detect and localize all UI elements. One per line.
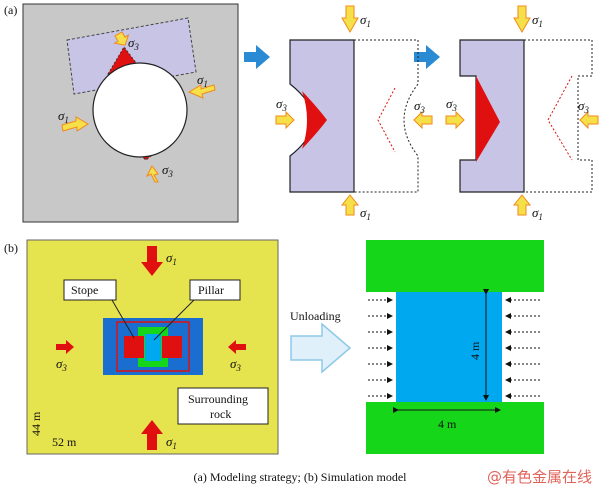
a-arrow-sigma3-bottom — [145, 165, 159, 183]
a-right-sigma1-top: σ1 — [532, 12, 543, 29]
surrounding-label-box — [177, 387, 269, 425]
b-arrow-top — [141, 246, 163, 276]
stope-left — [124, 336, 144, 358]
a-sigma1-right: σ1 — [197, 72, 208, 89]
a-mid-stress-zone — [302, 91, 327, 149]
a-right-arrow-bottom — [512, 194, 532, 216]
a-right-dashed-stress — [547, 75, 573, 161]
svg-text:σ1: σ1 — [197, 72, 208, 89]
width-label: 52 m — [52, 435, 77, 449]
watermark: @有色金属在线 — [486, 468, 592, 486]
panel-b-label: (b) — [4, 241, 18, 255]
pillar-label-box — [189, 279, 241, 301]
panel-a-label: (a) — [4, 3, 17, 17]
a-right-arrow-top — [513, 5, 531, 34]
a-right-stress-zone — [476, 76, 500, 162]
tunnel-opening — [92, 62, 188, 158]
b-sigma3-right: σ3 — [230, 356, 241, 373]
a-mid-arrow-left — [275, 110, 295, 130]
height-label: 44 m — [29, 411, 43, 436]
svg-text:σ3: σ3 — [162, 162, 173, 179]
pillar-cyan — [145, 334, 161, 361]
b-arrow-left — [56, 340, 74, 354]
surrounding-label-1: Surrounding — [188, 392, 248, 406]
stope-label: Stope — [71, 283, 98, 297]
a-sigma3-bottom: σ3 — [162, 162, 173, 179]
stope-right — [162, 336, 182, 358]
a-mid-sigma3-right: σ3 — [414, 98, 425, 115]
stope-leader — [111, 299, 135, 339]
a-mid-arrow-bottom — [340, 194, 360, 216]
b-arrow-bottom — [141, 420, 163, 450]
a-right-dashed-outline — [524, 39, 593, 193]
a-arrow-sigma3-top — [113, 31, 130, 46]
a-mid-arrow-right — [413, 110, 433, 130]
b-sigma1-bottom: σ1 — [166, 434, 177, 451]
a-mid-arrow-top — [341, 5, 359, 34]
a-mid-sigma1-bottom: σ1 — [360, 205, 371, 222]
pillar-leader — [153, 299, 195, 341]
figure-caption: (a) Modeling strategy; (b) Simulation mo… — [193, 470, 407, 484]
a-right-sigma3-left: σ3 — [446, 96, 457, 113]
a-arrow-sigma1-right-body — [187, 84, 216, 99]
svg-text:σ3: σ3 — [128, 35, 139, 52]
sim-left-arrows — [368, 297, 393, 399]
b-sigma1-top: σ1 — [166, 250, 177, 267]
dim-horizontal-label: 4 m — [438, 417, 457, 431]
sim-right-arrows — [505, 297, 540, 399]
a-right-sigma3-right: σ3 — [578, 98, 589, 115]
a-arrow-sigma1-left — [61, 116, 89, 132]
a-sigma1-left: σ1 — [58, 108, 69, 125]
blue-arrow-2 — [414, 45, 440, 69]
unloading-arrow — [290, 322, 352, 374]
svg-text:σ1: σ1 — [58, 108, 69, 125]
a-mid-sigma3-left: σ3 — [276, 96, 287, 113]
a-right-arrow-left — [445, 110, 465, 130]
b-sigma3-left: σ3 — [56, 356, 67, 373]
unloading-label: Unloading — [290, 309, 341, 323]
model-outline — [116, 321, 190, 372]
dim-vertical-label: 4 m — [468, 341, 482, 360]
a-mid-sigma1-top: σ1 — [360, 12, 371, 29]
a-mid-dashed-stress — [377, 87, 396, 153]
blue-arrow-1 — [244, 45, 270, 69]
a-right-sigma1-bottom: σ1 — [532, 205, 543, 222]
stope-label-box — [63, 279, 117, 301]
sim-top-green — [366, 240, 544, 292]
a-sigma3-top: σ3 — [128, 35, 139, 52]
a-right-arrow-right — [579, 110, 599, 130]
surrounding-label-2: rock — [210, 407, 231, 421]
pillar-label: Pillar — [198, 283, 224, 297]
b-arrow-right — [228, 340, 246, 354]
a-mid-dashed-outline — [354, 39, 419, 193]
